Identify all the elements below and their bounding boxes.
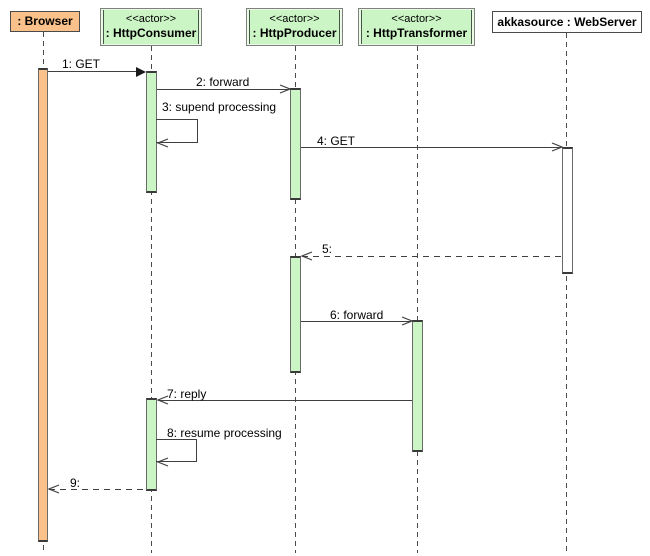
message-2-line	[157, 89, 289, 90]
actor-stereotype: <<actor>>	[391, 13, 442, 25]
message-8-label: 8: resume processing	[167, 426, 282, 440]
activation-bar-producer-1	[290, 88, 301, 200]
lifeline-name: : HttpConsumer	[105, 26, 197, 40]
message-4-label: 4: GET	[317, 134, 356, 148]
filled-arrowhead-icon	[136, 67, 146, 77]
activation-bar-transformer	[412, 320, 423, 452]
message-2-label: 2: forward	[196, 75, 250, 89]
message-5-label: 5:	[322, 242, 333, 256]
message-9-line	[49, 489, 146, 490]
open-arrowhead-icon	[279, 84, 291, 94]
lifeline-box-webserver: akkasource : WebServer	[492, 11, 642, 33]
actor-stereotype: <<actor>>	[269, 13, 320, 25]
lifeline-box-httptransformer: <<actor>> : HttpTransformer	[358, 8, 475, 46]
lifeline-box-httpconsumer: <<actor>> : HttpConsumer	[100, 8, 202, 46]
activation-bar-consumer-1	[146, 71, 157, 193]
actor-stereotype: <<actor>>	[125, 13, 177, 25]
lifeline-name: akkasource : WebServer	[497, 14, 637, 29]
message-8-self-loop	[156, 439, 197, 462]
activation-bar-consumer-2	[146, 398, 157, 491]
active-object-frame: <<actor>> : HttpProducer	[249, 10, 340, 44]
message-7-line	[158, 400, 412, 401]
lifeline-name: : HttpTransformer	[365, 26, 468, 40]
message-6-line	[301, 321, 411, 322]
lifeline-line-consumer	[151, 46, 152, 553]
message-5-line	[302, 256, 562, 257]
message-3-self-loop	[156, 119, 198, 143]
lifeline-line-transformer	[417, 46, 418, 553]
active-object-frame: <<actor>> : HttpTransformer	[361, 10, 472, 44]
open-arrowhead-icon	[157, 457, 169, 467]
open-arrowhead-icon	[48, 484, 60, 494]
lifeline-box-browser: : Browser	[10, 11, 80, 32]
open-arrowhead-icon	[401, 316, 413, 326]
lifeline-box-httpproducer: <<actor>> : HttpProducer	[246, 8, 343, 46]
open-arrowhead-icon	[551, 142, 563, 152]
open-arrowhead-icon	[157, 395, 169, 405]
open-arrowhead-icon	[157, 138, 169, 148]
activation-bar-producer-2	[290, 256, 301, 373]
activation-bar-browser	[38, 68, 48, 542]
open-arrowhead-icon	[301, 251, 313, 261]
message-3-label: 3: supend processing	[162, 100, 277, 114]
lifeline-name: : Browser	[17, 14, 73, 28]
activation-bar-webserver	[562, 147, 573, 274]
active-object-frame: <<actor>> : HttpConsumer	[103, 10, 199, 44]
message-7-label: 7: reply	[167, 387, 207, 401]
message-6-label: 6: forward	[330, 308, 384, 322]
message-1-label: 1: GET	[62, 57, 101, 71]
message-9-label: 9:	[70, 476, 81, 490]
lifeline-name: : HttpProducer	[252, 26, 337, 40]
message-4-line	[301, 147, 561, 148]
message-1-line	[48, 71, 136, 72]
lifeline-line-webserver	[566, 33, 567, 553]
